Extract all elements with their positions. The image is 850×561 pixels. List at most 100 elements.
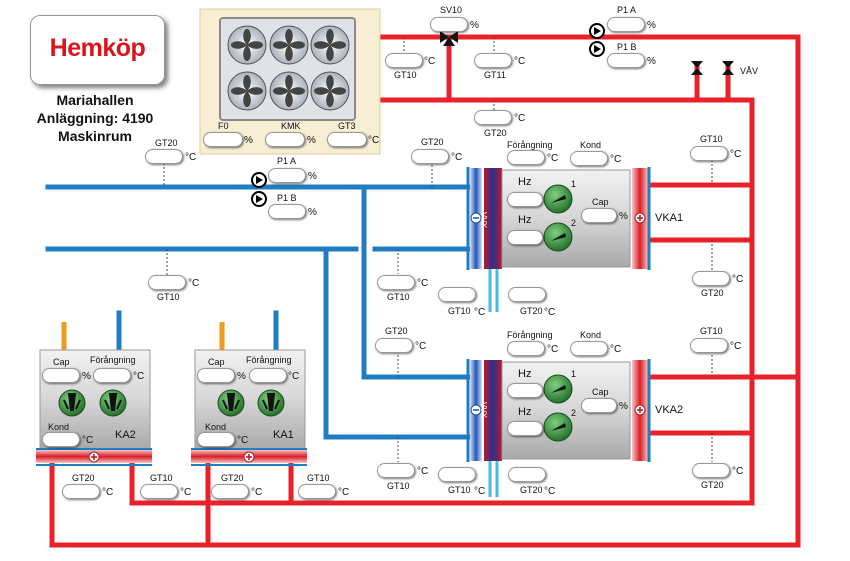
unit-celsius: °C (82, 435, 94, 446)
ka2-evap-field[interactable] (93, 368, 131, 383)
vka2-cap-field[interactable] (581, 398, 617, 413)
gt10-u1-field[interactable] (438, 287, 476, 302)
vka2-cond-field[interactable] (570, 341, 608, 356)
ka1-cond-label: Kond (205, 422, 227, 432)
coil-badges (88, 212, 646, 463)
ka2-gt10-field[interactable] (140, 484, 178, 499)
ka1-name: KA1 (273, 429, 294, 441)
gt10-left-field[interactable] (148, 275, 186, 290)
unit-percent: % (619, 401, 628, 412)
gt20-u2-field[interactable] (508, 467, 546, 482)
gt20-mid1-field[interactable] (411, 149, 449, 164)
gt10-mid2-field[interactable] (377, 463, 415, 478)
gt20-left-field[interactable] (145, 149, 183, 164)
unit-celsius: °C (732, 466, 744, 477)
ka1-cond-field[interactable] (197, 432, 235, 447)
ka2-gt20-field[interactable] (62, 484, 100, 499)
unit-celsius: °C (417, 278, 429, 289)
gt10-mid1-field[interactable] (377, 275, 415, 290)
cooler-kmk-label: KMK (281, 121, 301, 131)
logo-text: Hemköp (49, 34, 146, 62)
ka1-evap-field[interactable] (249, 368, 287, 383)
vka1-hz1-field[interactable] (507, 192, 543, 207)
unit-celsius: °C (610, 344, 622, 355)
ka2-cond-field[interactable] (42, 432, 80, 447)
ka2-cap-label: Cap (53, 357, 70, 367)
ka2-cond-label: Kond (48, 422, 70, 432)
vka1-evap-field[interactable] (507, 150, 545, 165)
ka1-gt20-field[interactable] (211, 484, 249, 499)
gt10-r2-label: GT10 (700, 326, 723, 336)
vka1-cond-field[interactable] (570, 151, 608, 166)
gt10-u2-field[interactable] (438, 467, 476, 482)
unit-percent: % (82, 371, 91, 382)
unit-percent: % (619, 211, 628, 222)
vka1-cond-label: Kond (580, 140, 602, 150)
unit-celsius: °C (610, 154, 622, 165)
vka1-cap-field[interactable] (581, 208, 617, 223)
unit-celsius: °C (730, 341, 742, 352)
vka1-fan2-label: 2 (571, 218, 577, 228)
cooler-fans (227, 25, 350, 111)
ka1-fan-2-icon (257, 389, 285, 417)
vka2-fan-1-icon (543, 374, 573, 404)
gt11-field[interactable] (474, 53, 512, 68)
vka1-hz2-field[interactable] (507, 230, 543, 245)
unit-celsius: °C (251, 487, 263, 498)
gt10-u2-label: GT10 (448, 485, 471, 495)
pump-top-a-label: P1 A (617, 5, 637, 15)
ka1-cap-field[interactable] (197, 368, 235, 383)
cooling-coil-icon (470, 212, 482, 224)
gt11-label: GT11 (484, 70, 506, 80)
unit-celsius: °C (185, 152, 197, 163)
gt20-u1-field[interactable] (508, 287, 546, 302)
gt20-top-field[interactable] (474, 110, 512, 125)
unit-celsius: °C (547, 153, 559, 164)
unit-celsius: °C (133, 371, 145, 382)
vka1-hz1-label: Hz (518, 176, 532, 188)
sv10-label: SV10 (440, 5, 463, 15)
ka2-cap-field[interactable] (42, 368, 80, 383)
gt10-mid2-label: GT10 (387, 481, 410, 491)
pump-icon (589, 41, 605, 57)
vka2-hz1-label: Hz (518, 368, 532, 380)
unit-percent: % (308, 171, 317, 182)
gt20-mid2-field[interactable] (375, 338, 413, 353)
ka2-gt10-label: GT10 (150, 473, 173, 483)
ka1-gt10-field[interactable] (298, 484, 336, 499)
vka1-fan-1-icon (543, 184, 573, 214)
pump-icon (251, 172, 267, 188)
site-name: Mariahallen (56, 92, 134, 108)
gt20-r1-field[interactable] (692, 271, 730, 286)
cooler-gt3-field[interactable] (327, 132, 367, 147)
gt10-r1-field[interactable] (690, 146, 728, 161)
pump-top-b-field[interactable] (607, 53, 645, 68)
cooler-f0-field[interactable] (203, 132, 243, 147)
vka2-evap-field[interactable] (507, 341, 545, 356)
pump-top-a-field[interactable] (607, 17, 645, 32)
vka1-name: VKA1 (655, 212, 684, 224)
gt20-r2-label: GT20 (701, 480, 724, 490)
gt10-top-field[interactable] (385, 53, 423, 68)
gt20-r2-field[interactable] (692, 463, 730, 478)
vav-label: VÅV (740, 66, 759, 76)
valve-icon (722, 61, 734, 75)
vka1-evap-label: Förångning (507, 140, 553, 150)
ka2-fan-2-icon (99, 389, 127, 417)
vka2-evap-label: Förångning (507, 330, 553, 340)
pump-mid-a-field[interactable] (268, 168, 306, 183)
vka2-fan2-label: 2 (571, 408, 577, 418)
vka2-cap-label: Cap (592, 387, 609, 397)
pump-mid-b-field[interactable] (268, 204, 306, 219)
unit-celsius: °C (102, 487, 114, 498)
gt10-r2-field[interactable] (690, 338, 728, 353)
vka2-hz2-field[interactable] (507, 421, 543, 436)
gt10-u1-label: GT10 (448, 306, 471, 316)
unit-celsius: °C (544, 486, 556, 497)
cooler-fan-icon (310, 71, 350, 111)
vka2-hz1-field[interactable] (507, 383, 543, 398)
sv10-field[interactable] (430, 17, 468, 32)
cooler-kmk-field[interactable] (265, 132, 305, 147)
gt20-left-label: GT20 (155, 138, 178, 148)
vka2-name: VKA2 (655, 404, 684, 416)
